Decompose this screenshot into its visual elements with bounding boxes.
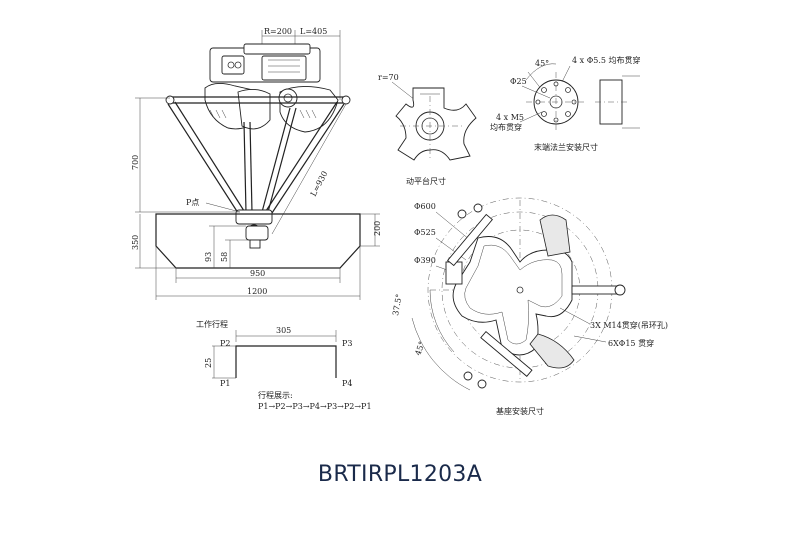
dim-h58: 58 [220,252,229,262]
base-d525: Φ525 [414,228,436,237]
base-angle-375: 37.5° [391,293,404,316]
dim-h350: 350 [131,235,140,250]
moving-platform [235,209,273,225]
dim-h700: 700 [131,155,140,170]
elbow-joint-right [341,95,351,105]
stroke-demo-title: 行程展示: [258,390,293,400]
platform-r70: r=70 [378,73,399,82]
flange-holes: 4 x Φ5.5 均布贯穿 [572,55,641,65]
forearm-left [167,103,241,217]
stroke-width: 305 [276,326,291,335]
forearm-right [269,103,345,217]
base-body [452,236,573,356]
dim-r200: R=200 [264,27,292,36]
base-angle-45: 45° [413,340,426,356]
elbow-joint-left [165,95,175,105]
stroke-height: 25 [204,358,213,368]
dim-l930: L=930 [309,170,330,198]
base-d390: Φ390 [414,256,436,265]
dim-l405: L=405 [300,27,327,36]
stroke-title: 工作行程 [196,319,228,329]
stroke-p1: P1 [220,379,230,388]
dim-w1200: 1200 [247,287,267,296]
stroke-p4: P4 [342,379,352,388]
base-title: 基座安装尺寸 [496,406,544,416]
motor-cover [221,55,245,75]
flange-view: 45° 4 x Φ5.5 均布贯穿 Φ25 4 x M5 均布贯穿 末端法兰安装… [490,55,641,152]
dim-h200: 200 [373,221,382,236]
platform-view: r=70 动平台尺寸 [378,73,477,186]
flange-d25: Φ25 [510,77,527,86]
forearm-center [261,107,291,213]
base-motor-top [539,214,571,257]
base-m14: 3X M14贯穿(吊环孔) [590,320,668,330]
stroke-path [235,345,337,378]
motor-joint [278,88,298,108]
work-stroke-diagram: 工作行程 305 25 P2 P1 P3 P4 行程展示: P1→P2→P3→P… [196,319,372,411]
flange-m5: 4 x M5 [496,113,524,122]
side-view: R=200 L=405 [131,27,382,300]
drawing-canvas: R=200 L=405 [131,27,668,416]
model-name: BRTIRPL1203A [317,462,483,487]
p-point-label: P点 [186,198,199,207]
base-view: 37.5° 45° Φ600 Φ525 Φ390 3X M14贯穿(吊环 [391,197,668,416]
flange-angle: 45° [535,59,549,68]
flange-title: 末端法兰安装尺寸 [534,142,598,152]
base-d15: 6XΦ15 贯穿 [608,338,654,348]
base-motor-bottom [529,333,575,369]
stroke-p3: P3 [342,339,352,348]
stroke-sequence: P1→P2→P3→P4→P3→P2→P1 [258,402,372,411]
base-arm-right [571,285,621,295]
platform-title: 动平台尺寸 [406,176,446,186]
flange-m5-note: 均布贯穿 [490,122,522,132]
dim-w950: 950 [250,269,265,278]
dim-h93: 93 [204,252,213,262]
base-d600: Φ600 [414,202,436,211]
stroke-p2: P2 [220,339,230,348]
